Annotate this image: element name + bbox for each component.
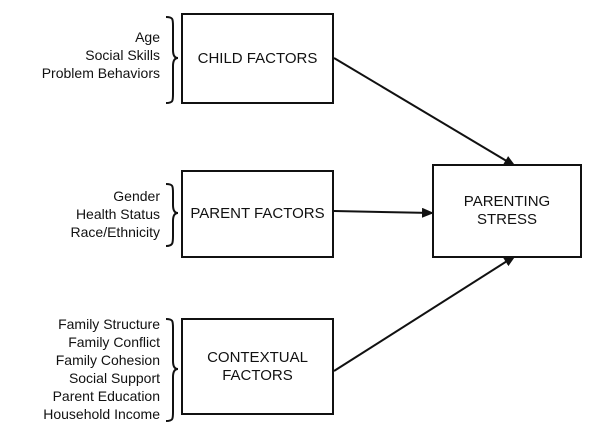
parent-factors-box: PARENT FACTORS (181, 170, 334, 258)
parent-factor-item: Gender (113, 188, 160, 204)
child-factor-item: Problem Behaviors (41, 65, 160, 81)
contextual-factor-item: Family Structure (58, 316, 160, 332)
brace-contextual (165, 318, 179, 422)
parent-factors-label: PARENT FACTORS (190, 205, 325, 222)
contextual-factor-item: Social Support (68, 370, 160, 386)
contextual-factor-item: Family Conflict (68, 334, 160, 350)
parent-factor-list: Gender Health Status Race/Ethnicity (71, 187, 160, 241)
child-factor-list: Age Social Skills Problem Behaviors (42, 28, 160, 82)
contextual-factor-item: Family Cohesion (55, 352, 160, 368)
parenting-stress-box: PARENTING STRESS (432, 164, 582, 258)
child-factors-label: CHILD FACTORS (197, 49, 318, 67)
parent-factor-item: Health Status (75, 206, 160, 222)
contextual-factor-item: Household Income (43, 406, 160, 422)
contextual-factor-list: Family Structure Family Conflict Family … (43, 315, 160, 423)
contextual-factors-box: CONTEXTUAL FACTORS (181, 318, 334, 415)
child-factor-item: Age (135, 29, 160, 45)
arrow-child-to-stress (333, 57, 516, 167)
child-factors-box: CHILD FACTORS (181, 13, 334, 104)
contextual-factor-item: Parent Education (52, 388, 160, 404)
parent-factor-item: Race/Ethnicity (70, 224, 160, 240)
arrow-contextual-to-stress (333, 255, 516, 372)
child-factor-item: Social Skills (85, 47, 160, 63)
contextual-factors-label-line1: CONTEXTUAL (207, 348, 308, 366)
brace-parent (165, 183, 179, 247)
parenting-stress-label-line2: STRESS (476, 211, 537, 228)
contextual-factors-label-line2: FACTORS (222, 366, 293, 384)
brace-child (165, 16, 179, 104)
arrow-parent-to-stress (333, 207, 434, 218)
parenting-stress-label-line1: PARENTING (463, 193, 551, 210)
